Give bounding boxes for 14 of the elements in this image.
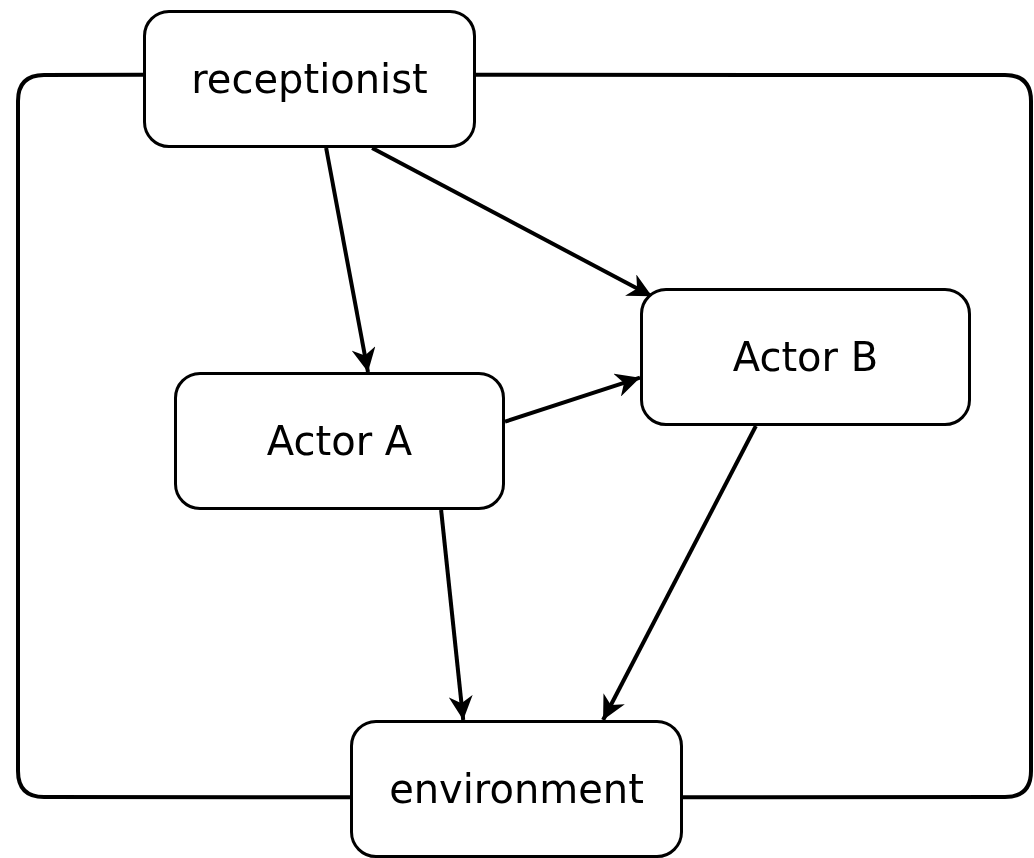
rounded-box bbox=[350, 720, 683, 858]
node-label: Actor A bbox=[266, 418, 413, 464]
node-label: receptionist bbox=[191, 56, 428, 102]
rounded-box bbox=[143, 10, 476, 148]
rounded-box bbox=[174, 372, 505, 510]
arrow bbox=[324, 147, 376, 373]
node-label: Actor B bbox=[732, 334, 879, 380]
rounded-box bbox=[640, 288, 971, 426]
arrow bbox=[439, 509, 473, 721]
connector-line bbox=[16, 72, 350, 800]
node-label: environment bbox=[389, 766, 644, 812]
arrow bbox=[601, 425, 758, 721]
connector-line bbox=[476, 72, 1033, 800]
arrow bbox=[504, 373, 641, 424]
